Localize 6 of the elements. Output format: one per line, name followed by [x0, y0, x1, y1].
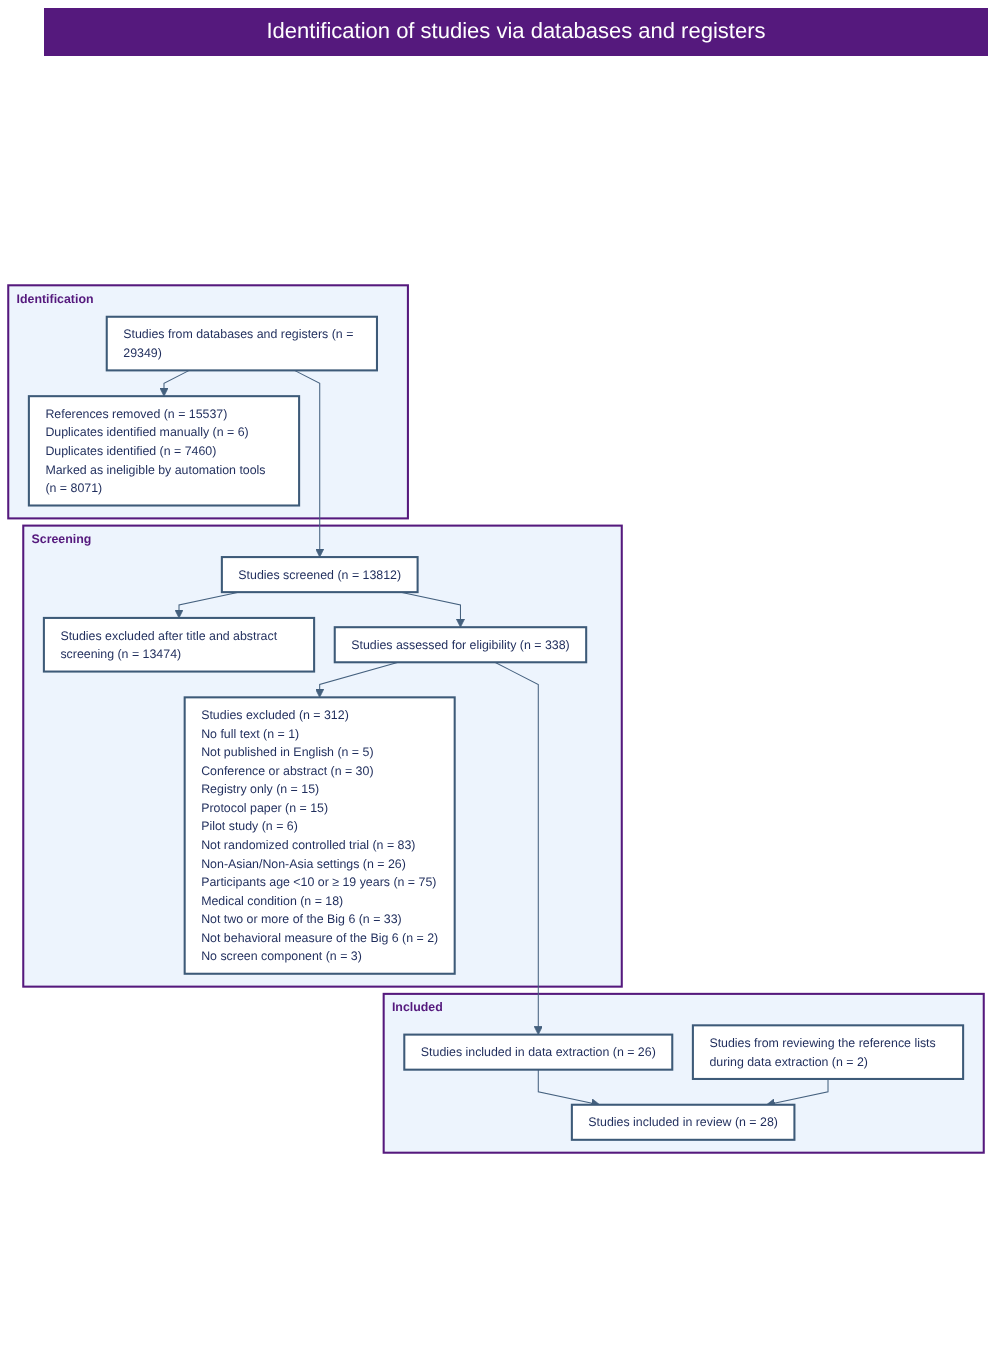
title-banner: Identification of studies via databases and registers	[44, 8, 988, 56]
arrow	[766, 1078, 829, 1108]
arrow	[537, 1069, 601, 1108]
arrow	[293, 369, 325, 558]
arrow	[494, 661, 543, 1035]
arrow	[159, 369, 190, 397]
